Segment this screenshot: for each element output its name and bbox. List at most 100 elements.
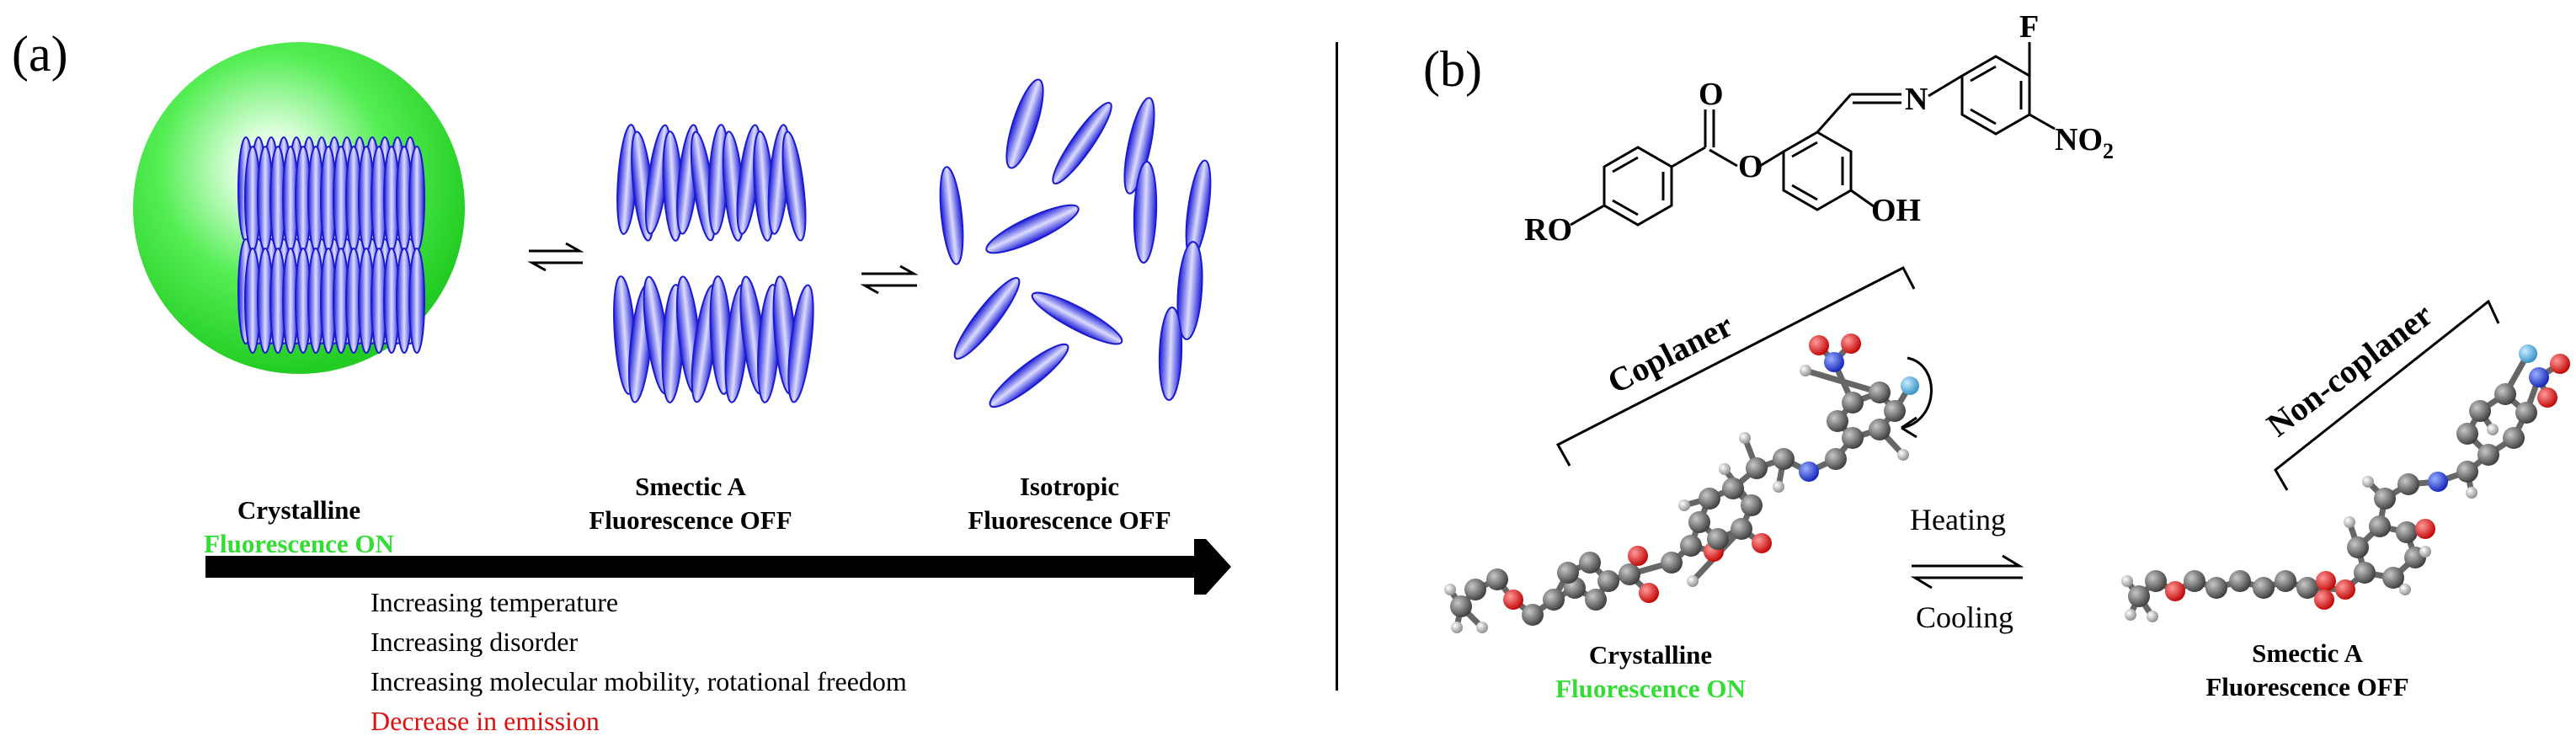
carbon-atom (2253, 577, 2275, 599)
hydrogen-atom (1444, 584, 1456, 595)
carbon-atom (1869, 419, 1891, 440)
carbon-atom (1486, 568, 1508, 590)
carbon-atom (1825, 448, 1847, 470)
carbon-atom (1699, 488, 1720, 510)
crystal-mesogen (408, 146, 425, 252)
fluoro-label: F (2019, 9, 2039, 45)
crystalline-fluorescence: Fluorescence ON (204, 529, 394, 558)
panel-b-label: (b) (1423, 41, 1482, 97)
oxygen-atom (2537, 387, 2557, 408)
carbon-atom (2275, 570, 2296, 592)
carbon-atom (2184, 570, 2205, 592)
isotropic-mesogen (1133, 161, 1158, 264)
carbon-atom (2503, 427, 2525, 449)
hydrogen-atom (2147, 611, 2158, 622)
carbon-atom (2515, 402, 2537, 424)
hydrogen-atom (1719, 463, 1731, 475)
crystalline-mesogen-layers (237, 136, 425, 354)
carbon-atom (2397, 473, 2419, 495)
heating-cooling-arrow (1910, 554, 2024, 590)
isotropic-state: Isotropic (1019, 472, 1120, 501)
carbon-atom (1731, 518, 1752, 540)
isotropic-fluorescence: Fluorescence OFF (968, 505, 1171, 535)
crystal-mesogen (408, 248, 425, 354)
equilibrium-arrow-a2 (860, 264, 919, 295)
hydrogen-atom (1451, 622, 1463, 633)
effect-temperature: Increasing temperature (371, 587, 619, 617)
hydrogen-atom (2344, 516, 2355, 528)
carbon-atom (1827, 410, 1848, 432)
coplaner-caption: Crystalline Fluorescence ON (1507, 638, 1794, 706)
smectic-caption: Smectic A Fluorescence OFF (547, 470, 834, 537)
carbon-atom (1661, 552, 1683, 574)
carbon-atom (1707, 528, 1729, 550)
temperature-arrow-shaft (205, 556, 1199, 578)
hydrogen-atom (1678, 499, 1690, 511)
carbonyl-o-label: O (1699, 77, 1724, 112)
carbon-atom (1619, 563, 1640, 585)
isotropic-mesogen (985, 204, 1080, 254)
crystalline-caption: Crystalline Fluorescence ON (173, 494, 425, 561)
carbon-atom (2477, 444, 2499, 466)
hydroxyl-label: OH (1871, 193, 1921, 228)
temperature-arrow-head (1194, 539, 1231, 595)
carbon-atom (1585, 589, 1607, 611)
carbon-atom (1522, 604, 1544, 626)
non-coplaner-state: Smectic A (2252, 638, 2363, 668)
nitrogen-atom (1824, 352, 1844, 372)
ester-o-label: O (1738, 149, 1763, 184)
carbon-atom (1557, 562, 1579, 584)
carbon-atom (2296, 577, 2318, 599)
effect-mobility: Increasing molecular mobility, rotationa… (371, 666, 907, 696)
panel-divider (1336, 42, 1338, 691)
effect-disorder: Increasing disorder (371, 627, 579, 657)
hydrogen-atom (1476, 622, 1488, 633)
carbon-atom (1688, 511, 1710, 533)
isotropic-mesogen (1123, 97, 1155, 195)
carbon-atom (1464, 579, 1486, 600)
oxygen-atom (2335, 579, 2355, 600)
isotropic-mesogen (939, 166, 964, 265)
oxygen-atom (2316, 571, 2336, 591)
isotropic-mesogen (1052, 101, 1112, 185)
isotropic-mesogen (1176, 241, 1203, 340)
carbon-atom (2369, 515, 2391, 537)
coplaner-fluorescence: Fluorescence ON (1555, 674, 1746, 703)
carbon-atom (1450, 595, 1472, 617)
nitro-label: NO2 (2055, 122, 2114, 163)
carbon-atom (2456, 423, 2478, 445)
carbon-atom (1579, 552, 1601, 574)
smectic-mesogen (781, 131, 807, 242)
isotropic-mesogen (1158, 307, 1183, 401)
carbon-atom (1842, 392, 1864, 414)
hydrogen-atom (2121, 575, 2133, 587)
smectic-fluorescence: Fluorescence OFF (589, 505, 792, 535)
carbon-atom (2145, 570, 2167, 592)
carbon-atom (2382, 567, 2404, 589)
non-coplaner-ball-stick-model (2121, 344, 2570, 622)
non-coplaner-fluorescence: Fluorescence OFF (2205, 672, 2409, 702)
hydrogen-atom (1773, 481, 1784, 493)
coplaner-ball-stick-model (1444, 333, 1919, 633)
coplaner-state: Crystalline (1588, 640, 1713, 670)
carbon-atom (1597, 570, 1619, 592)
fluorine-atom (1901, 376, 1919, 395)
oxygen-atom (2415, 519, 2435, 539)
panel-a-label: (a) (12, 26, 68, 82)
non-coplaner-caption: Smectic A Fluorescence OFF (2164, 637, 2451, 704)
carbon-atom (1869, 382, 1891, 403)
hydrogen-atom (2487, 424, 2499, 435)
isotropic-mesogen (1005, 78, 1044, 169)
oxygen-atom (1503, 590, 1523, 610)
carbon-atom (1842, 427, 1864, 449)
hydrogen-atom (2362, 476, 2374, 488)
effects-list: Increasing temperature Increasing disord… (371, 583, 907, 741)
oxygen-atom (2314, 590, 2334, 610)
nitrogen-atom (2529, 367, 2549, 387)
fluorine-atom (2519, 344, 2537, 363)
hydrogen-atom (2125, 609, 2136, 621)
hydrogen-atom (1687, 575, 1699, 587)
heating-label: Heating (1910, 503, 2006, 536)
non-coplaner-label: Non-coplaner (2259, 296, 2439, 444)
carbon-atom (1543, 589, 1565, 611)
